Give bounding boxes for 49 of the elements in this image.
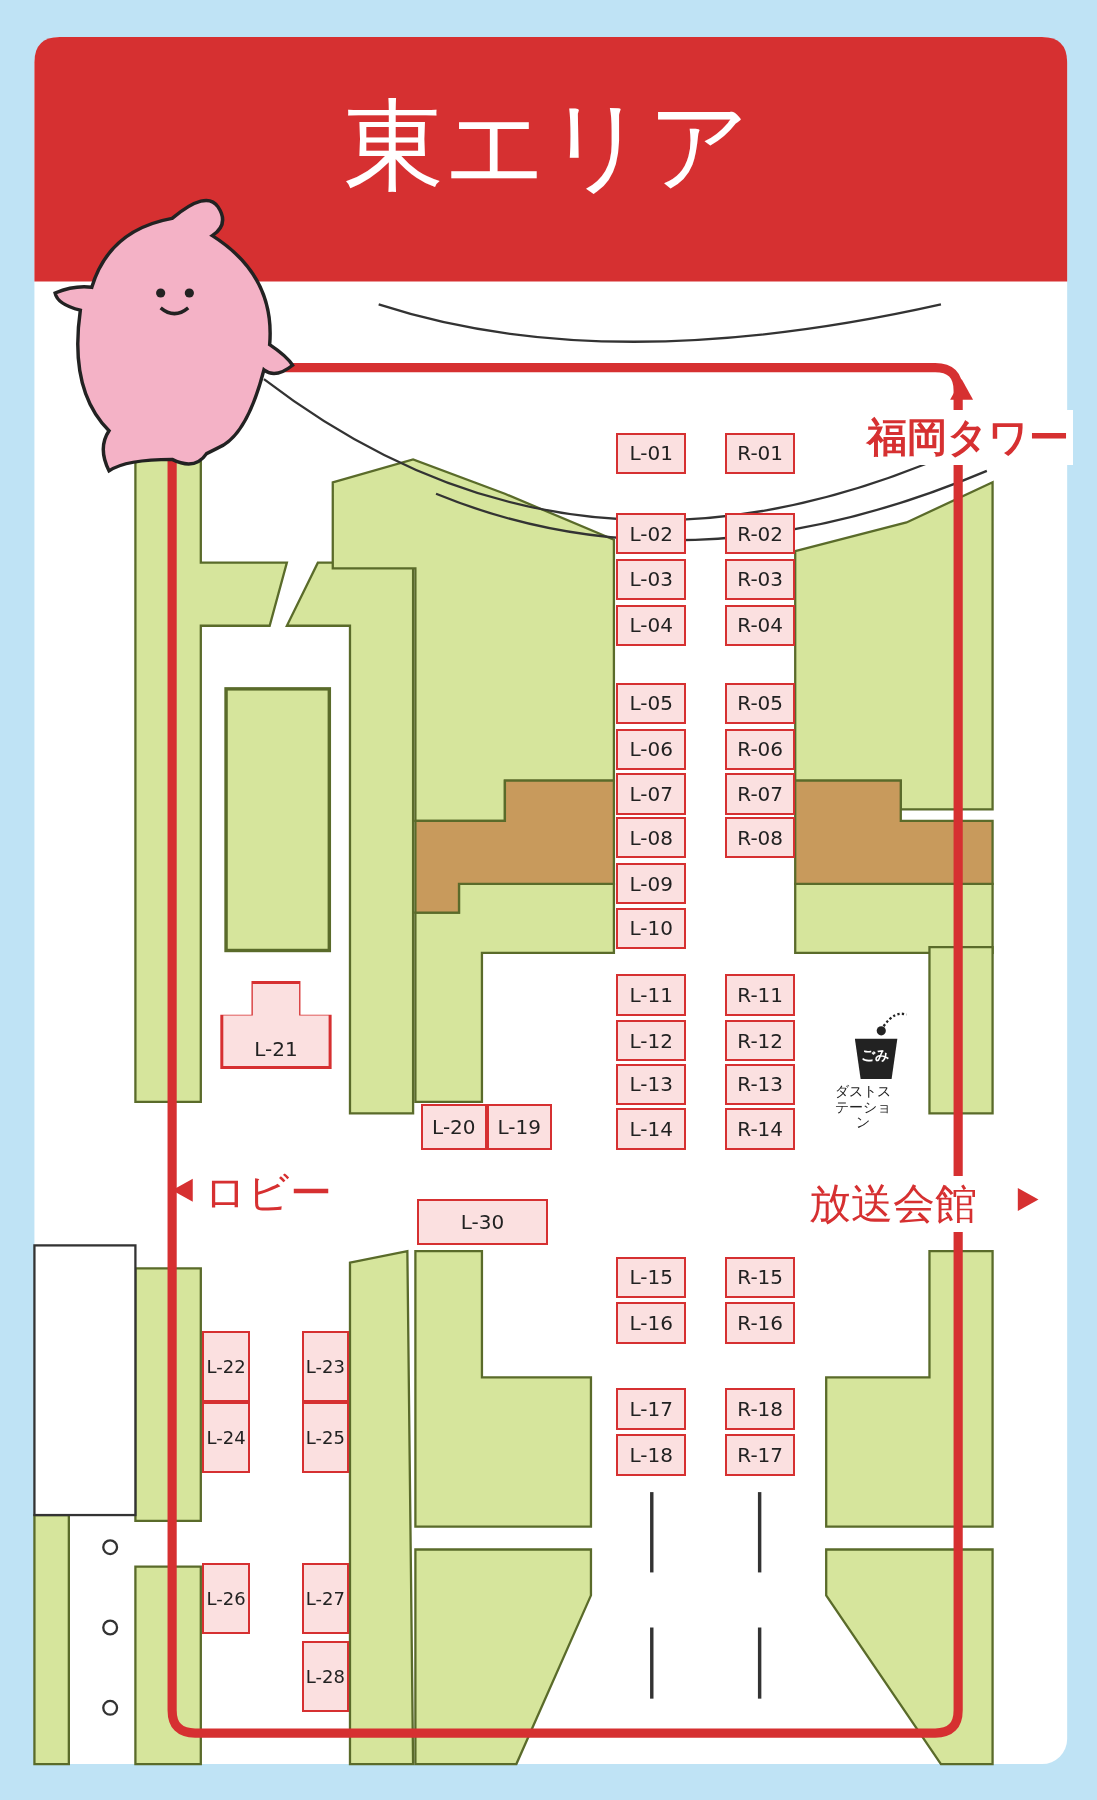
booth-label: L-30 [416,1199,549,1245]
booth-label: L-02 [616,512,687,555]
booth-label: R-18 [725,1388,796,1430]
booth-label: L-11 [616,974,687,1016]
booth-label: L-16 [616,1302,687,1344]
booth-label: R-07 [725,773,796,815]
booth-label: L-05 [616,682,687,725]
booth-label: L-06 [616,728,687,770]
booth-label: R-17 [725,1434,796,1476]
place-label: 放送会館 [808,1176,977,1233]
title: 東エリア [344,86,751,207]
booth-label: L-19 [486,1103,552,1150]
booth-label: L-03 [616,558,687,601]
booth-label: L-10 [616,907,687,949]
booth-label: L-27 [301,1562,349,1634]
booth-label: L-28 [301,1640,349,1713]
booth-label: L-04 [616,604,687,646]
booth-label: R-16 [725,1302,796,1344]
booth-label: L-15 [616,1256,687,1298]
booth-label: R-15 [725,1256,796,1298]
booth-label: R-04 [725,604,796,646]
booth-label: R-14 [725,1108,796,1150]
booth-label: L-09 [616,862,687,905]
booth-label: L-26 [201,1562,251,1634]
icon-caption: ダストステーション [833,1084,892,1131]
booth-label: R-03 [725,558,796,601]
booth-label: L-22 [201,1331,251,1403]
booth-label: L-12 [616,1020,687,1062]
place-label: 福岡タワー [862,409,1073,465]
booth-label: R-08 [725,817,796,859]
booth-label: L-24 [201,1402,251,1474]
booth-label: L-18 [616,1434,687,1476]
booth-label: L-20 [421,1103,487,1150]
booth-label: L-14 [616,1108,687,1150]
booth-label: R-05 [725,682,796,725]
booth-label: L-25 [301,1402,349,1474]
booth-label: R-13 [725,1063,796,1105]
booth-label: L-08 [616,817,687,859]
booth-label: R-02 [725,512,796,555]
booth-label: L-01 [616,432,687,474]
booth-label: L-23 [301,1331,349,1403]
booth-label: L-07 [616,773,687,815]
booth-label: R-06 [725,728,796,770]
booth-label: L-17 [616,1388,687,1430]
booth-label: R-11 [725,974,796,1016]
booth-label: L-13 [616,1063,687,1105]
booth-label: R-12 [725,1020,796,1062]
icon-label: ごみ [860,1046,889,1065]
booth-label: R-01 [725,432,796,474]
